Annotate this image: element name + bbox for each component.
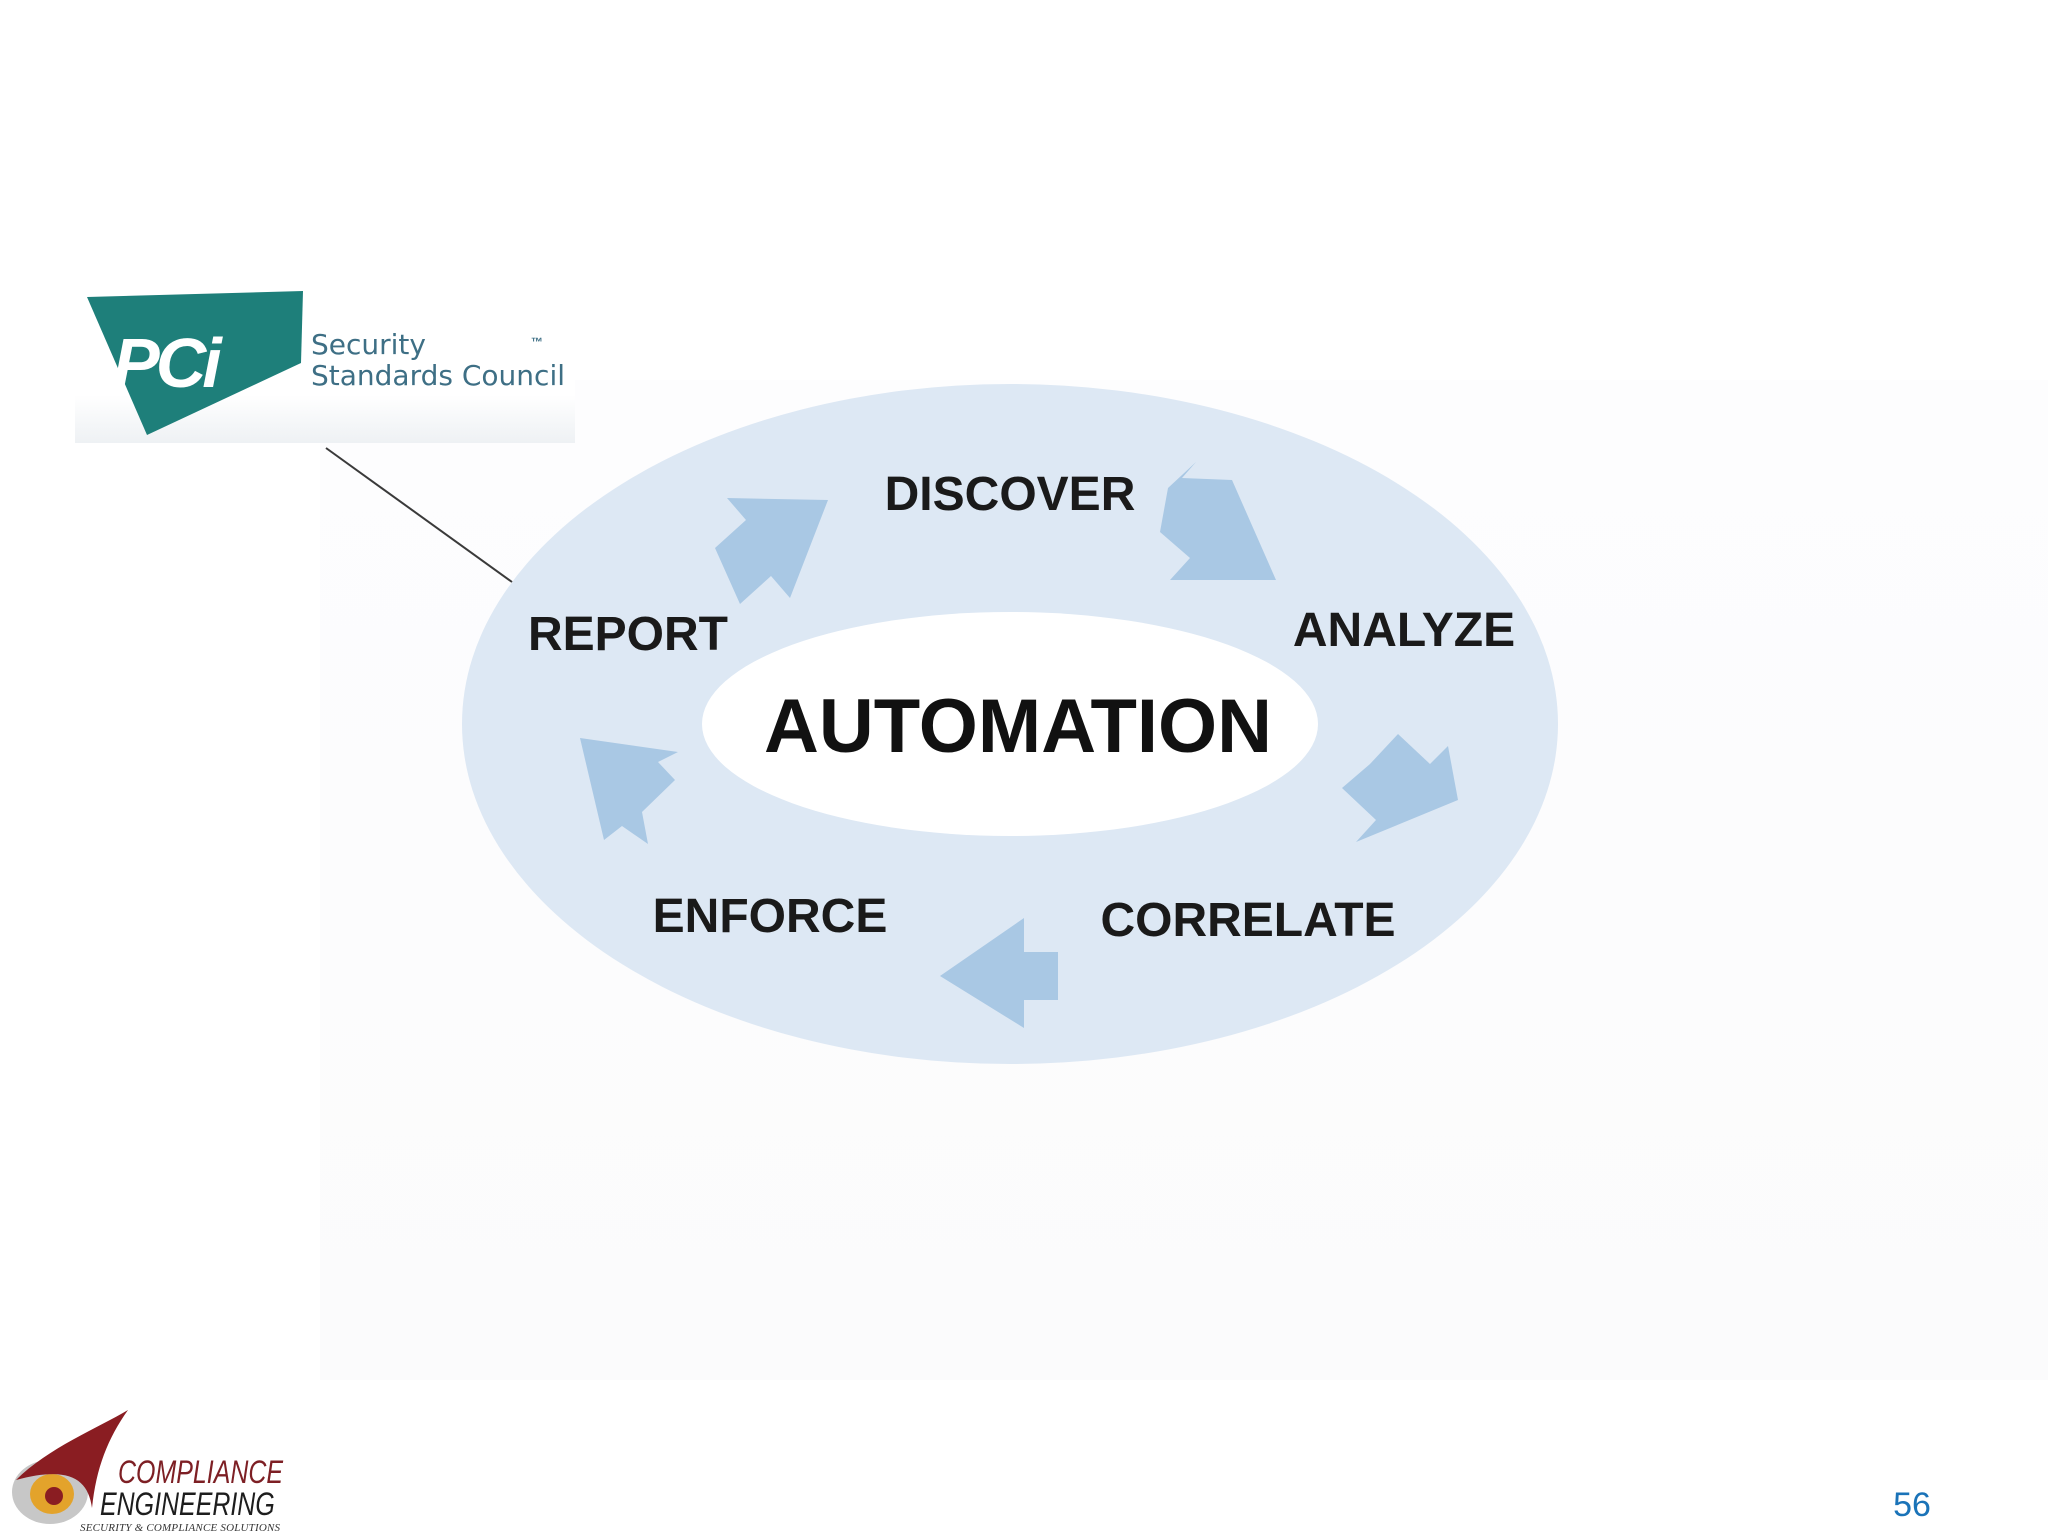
- arrow-enforce-to-report: [580, 738, 678, 844]
- stage-label-correlate: CORRELATE: [1100, 894, 1395, 947]
- stage-label-analyze: ANALYZE: [1293, 604, 1515, 657]
- stage-label-enforce: ENFORCE: [653, 890, 888, 943]
- arrow-correlate-to-enforce: [940, 918, 1058, 1028]
- arrow-discover-to-analyze: [1160, 462, 1276, 580]
- pci-logo-wordmark: Security Standards Council: [311, 329, 565, 391]
- arrow-report-to-discover: [715, 498, 828, 604]
- logo-tagline: SECURITY & COMPLIANCE SOLUTIONS: [80, 1522, 281, 1534]
- page-number: 56: [1893, 1486, 1931, 1524]
- logo-line-engineering: ENGINEERING: [100, 1486, 275, 1522]
- pci-logo-line2: Standards Council: [311, 359, 565, 392]
- logo-line-compliance: COMPLIANCE: [118, 1454, 284, 1490]
- trademark-symbol: ™: [531, 335, 543, 349]
- stage-label-discover: DISCOVER: [885, 468, 1136, 521]
- pci-ssc-logo: PCi Security Standards Council ™: [75, 283, 575, 443]
- pci-logo-line1: Security: [311, 328, 426, 361]
- connector-line: [325, 447, 513, 583]
- pci-logo-badge: [87, 291, 303, 435]
- center-ellipse: [702, 612, 1318, 836]
- center-label-automation: AUTOMATION: [764, 684, 1272, 769]
- stage-label-report: REPORT: [528, 608, 728, 661]
- logo-swoosh: [16, 1410, 128, 1508]
- compliance-engineering-logo: COMPLIANCE ENGINEERING SECURITY & COMPLI…: [8, 1408, 283, 1536]
- logo-eye-pupil: [45, 1487, 63, 1505]
- pci-logo-mark: PCi: [113, 324, 223, 402]
- arrow-analyze-to-correlate: [1342, 734, 1458, 842]
